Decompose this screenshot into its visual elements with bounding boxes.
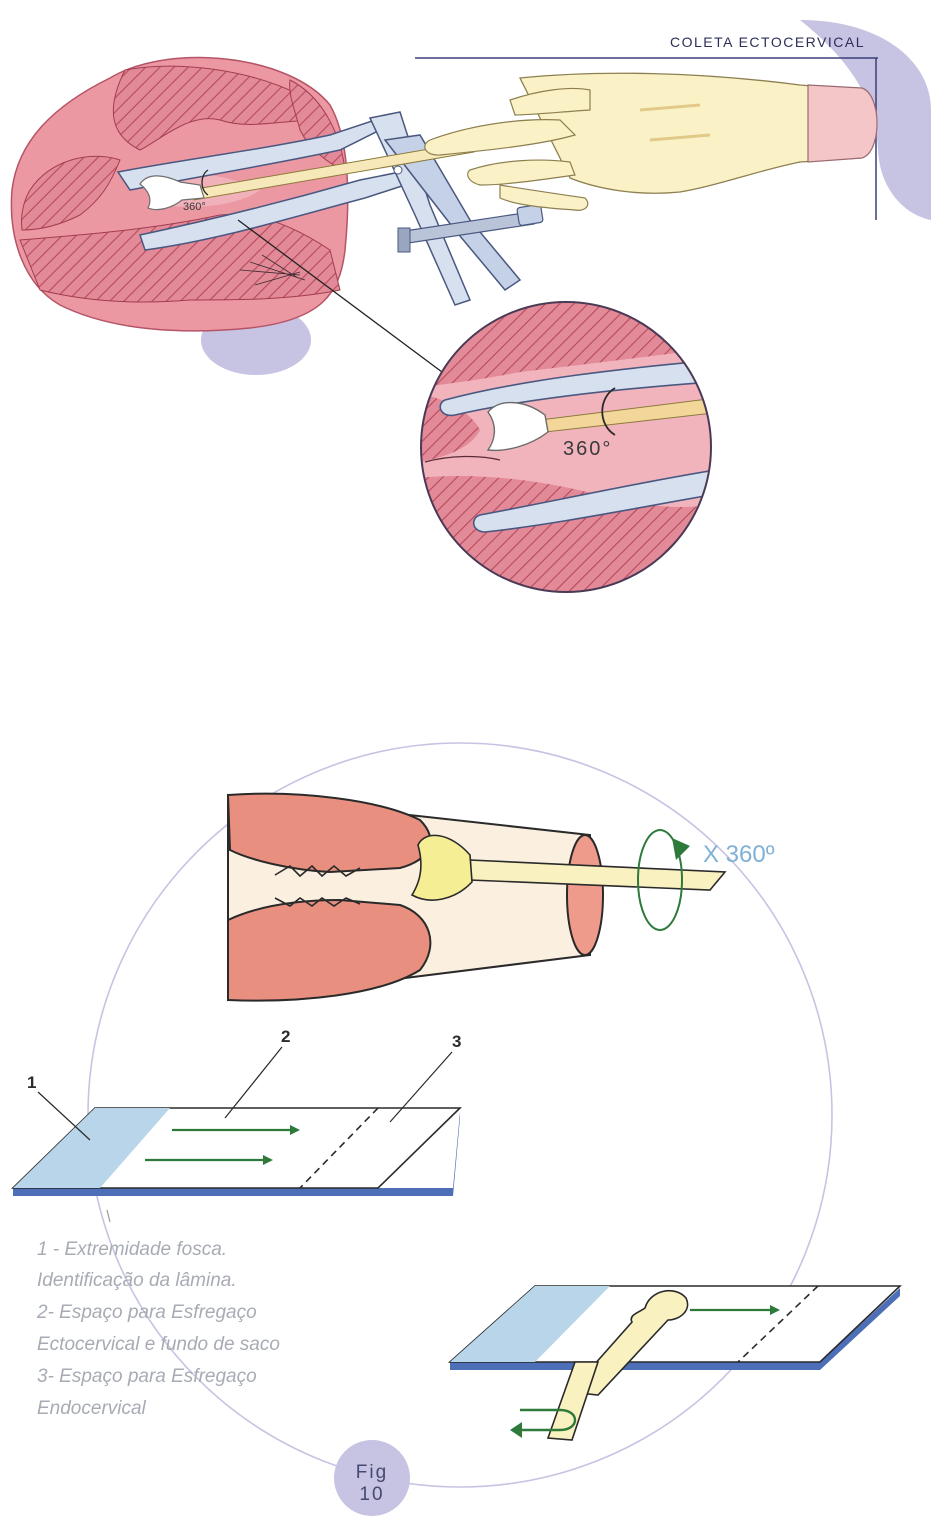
rotation-label-upper: 360° [183,201,206,213]
legend-line-6: Endocervical [37,1398,147,1419]
rotation-label-zoom: 360° [563,438,612,460]
legend-line-5: 3- Espaço para Esfregaço [37,1366,257,1387]
slide2-spatula-handle [548,1362,598,1440]
slide-marker-3: 3 [452,1032,461,1051]
speculum-pivot [394,166,402,174]
cervix-end-ring [567,835,603,955]
glove-finger-ring [510,88,590,115]
glove-finger-index [425,120,575,155]
legend-line-3: 2- Espaço para Esfregaço [36,1302,257,1323]
slide-marker-2: 2 [281,1027,290,1046]
header-title: COLETA ECTOCERVICAL [670,34,865,50]
figure-label-line1: Fig [356,1462,388,1483]
slide2-return-arrowhead [510,1422,522,1438]
legend-line-2: Identificação da lâmina. [37,1270,237,1291]
lower-illustration: X 360º 1 2 3 [13,743,900,1516]
legend: 1 - Extremidade fosca. Identificação da … [36,1239,280,1419]
cervix-lower-lip [228,900,430,1001]
speculum-screw-nut [398,228,410,252]
rotation-label-lower: X 360º [703,841,775,868]
figure-label: Fig 10 [334,1440,410,1516]
glove-thumb [500,185,588,210]
marker-leader-1 [38,1092,90,1140]
legend-tick [107,1210,110,1222]
zoom-illustration: 360° [400,290,740,610]
upper-illustration: 360° [11,58,877,375]
gloved-hand [425,73,877,210]
cervix-upper-lip [228,794,430,872]
legend-line-1: 1 - Extremidade fosca. [37,1239,227,1260]
glove-cuff [808,85,877,162]
figure-label-line2: 10 [359,1484,384,1505]
glass-slide-numbered: 1 2 3 [13,1027,461,1222]
slide-marker-1: 1 [27,1073,36,1092]
legend-line-4: Ectocervical e fundo de saco [37,1334,280,1355]
rotation-arrowhead [672,838,690,860]
glove-finger-middle [468,160,575,185]
glass-slide-smearing [450,1286,900,1440]
speculum-screw-knob [517,204,544,226]
